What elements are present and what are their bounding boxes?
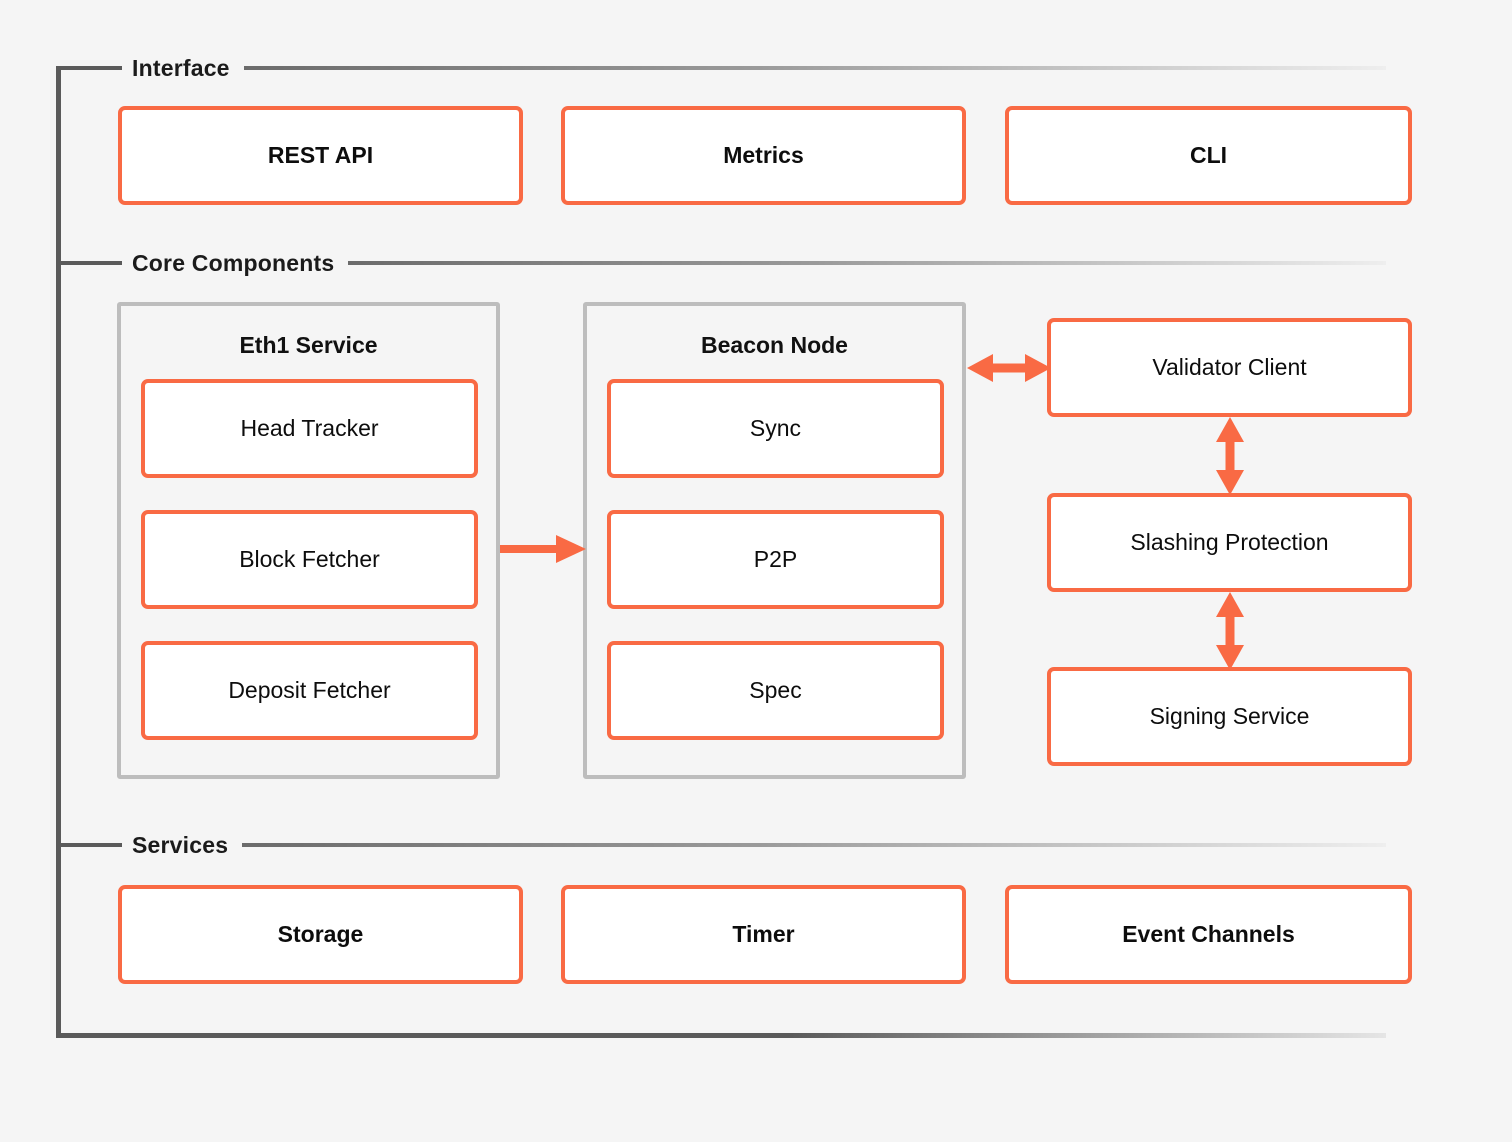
beacon-box-sync-label: Sync: [749, 415, 802, 442]
services-box-storage-label: Storage: [277, 921, 364, 948]
eth1-to-beacon-arrow: [500, 535, 586, 563]
group-title-eth1-service: Eth1 Service: [239, 332, 378, 358]
interface-box-cli[interactable]: CLI: [1005, 106, 1412, 205]
interface-box-rest-api-label: REST API: [267, 142, 374, 169]
interface-box-cli-label: CLI: [1189, 142, 1228, 169]
validator-box-slashing-protection-label: Slashing Protection: [1130, 529, 1329, 556]
beacon-box-spec-label: Spec: [749, 677, 802, 704]
section-label-interface: Interface: [132, 54, 230, 81]
beacon-to-validator-arrow: [967, 354, 1051, 382]
services-box-event-channels[interactable]: Event Channels: [1005, 885, 1412, 984]
eth1-box-block-fetcher[interactable]: Block Fetcher: [141, 510, 478, 609]
eth1-box-deposit-fetcher-label: Deposit Fetcher: [228, 677, 391, 704]
services-box-timer-label: Timer: [732, 921, 795, 948]
eth1-box-head-tracker-label: Head Tracker: [240, 415, 379, 442]
section-stub-icon: [56, 261, 122, 265]
interface-box-rest-api[interactable]: REST API: [118, 106, 523, 205]
section-stub-icon: [56, 843, 122, 847]
services-box-event-channels-label: Event Channels: [1122, 921, 1295, 948]
beacon-box-sync[interactable]: Sync: [607, 379, 944, 478]
section-header-core-components: Core Components: [56, 248, 1386, 278]
interface-box-metrics-label: Metrics: [723, 142, 804, 169]
section-header-interface: Interface: [56, 53, 1386, 83]
section-rule: [243, 66, 1386, 70]
slashing-to-signing-arrow: [1216, 592, 1244, 670]
beacon-box-spec[interactable]: Spec: [607, 641, 944, 740]
eth1-box-block-fetcher-label: Block Fetcher: [239, 546, 380, 573]
validator-box-slashing-protection[interactable]: Slashing Protection: [1047, 493, 1412, 592]
group-title-beacon-node: Beacon Node: [701, 332, 848, 358]
eth1-box-head-tracker[interactable]: Head Tracker: [141, 379, 478, 478]
interface-box-metrics[interactable]: Metrics: [561, 106, 966, 205]
outer-frame-left-rail: [56, 66, 61, 1038]
section-label-core-components: Core Components: [132, 249, 335, 276]
section-stub-icon: [56, 66, 122, 70]
validator-box-validator-client-label: Validator Client: [1152, 354, 1307, 381]
validator-box-signing-service[interactable]: Signing Service: [1047, 667, 1412, 766]
services-box-storage[interactable]: Storage: [118, 885, 523, 984]
beacon-box-p2p-label: P2P: [753, 546, 798, 573]
services-box-timer[interactable]: Timer: [561, 885, 966, 984]
validator-box-signing-service-label: Signing Service: [1149, 703, 1310, 730]
beacon-box-p2p[interactable]: P2P: [607, 510, 944, 609]
section-rule: [348, 261, 1386, 265]
section-header-services: Services: [56, 830, 1386, 860]
outer-frame-bottom-rail: [56, 1033, 1386, 1038]
validator-to-slashing-arrow: [1216, 417, 1244, 495]
eth1-box-deposit-fetcher[interactable]: Deposit Fetcher: [141, 641, 478, 740]
section-label-services: Services: [132, 831, 229, 858]
section-rule: [242, 843, 1386, 847]
validator-box-validator-client[interactable]: Validator Client: [1047, 318, 1412, 417]
